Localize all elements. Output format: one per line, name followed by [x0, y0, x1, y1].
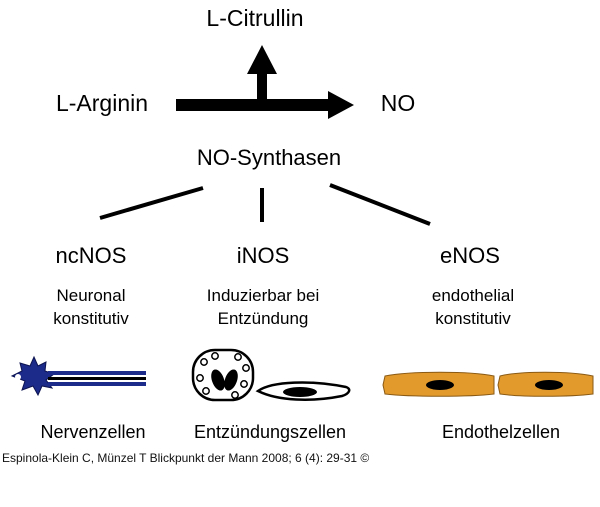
desc-line-1: Induzierbar bei	[206, 286, 320, 305]
citrullin-arrow	[247, 45, 277, 102]
desc-line-2: konstitutiv	[435, 309, 511, 328]
cell-label-nerve: Nervenzellen	[40, 422, 146, 442]
desc-line-2: Entzündung	[217, 309, 309, 328]
product-label: NO	[380, 90, 416, 116]
endothelial-cells-illustration	[382, 371, 594, 397]
isoform-desc-enos: endothelial konstitutiv	[432, 284, 514, 330]
source-credit: Espinola-Klein C, Münzel T Blickpunkt de…	[2, 451, 370, 465]
substrate-label: L-Arginin	[55, 90, 149, 116]
connector-enos	[329, 183, 431, 226]
isoform-desc-ncnos: Neuronal konstitutiv	[53, 284, 129, 330]
neuron-illustration	[10, 355, 146, 397]
cell-label-inflammatory: Entzündungszellen	[193, 422, 347, 442]
isoform-name-enos: eNOS	[440, 243, 500, 268]
reaction-arrow	[176, 91, 354, 119]
desc-line-1: Neuronal	[56, 286, 126, 305]
isoform-name-inos: iNOS	[236, 243, 290, 268]
inflammatory-cells-illustration	[191, 348, 351, 402]
connector-ncnos	[99, 186, 204, 220]
enzyme-label: NO-Synthasen	[196, 145, 342, 170]
cell-label-endothelial: Endothelzellen	[441, 422, 561, 442]
desc-line-1: endothelial	[431, 286, 515, 305]
isoform-desc-inos: Induzierbar bei Entzündung	[207, 284, 319, 330]
isoform-name-ncnos: ncNOS	[55, 243, 127, 268]
desc-line-2: konstitutiv	[53, 309, 129, 328]
byproduct-label: L-Citrullin	[206, 5, 304, 31]
